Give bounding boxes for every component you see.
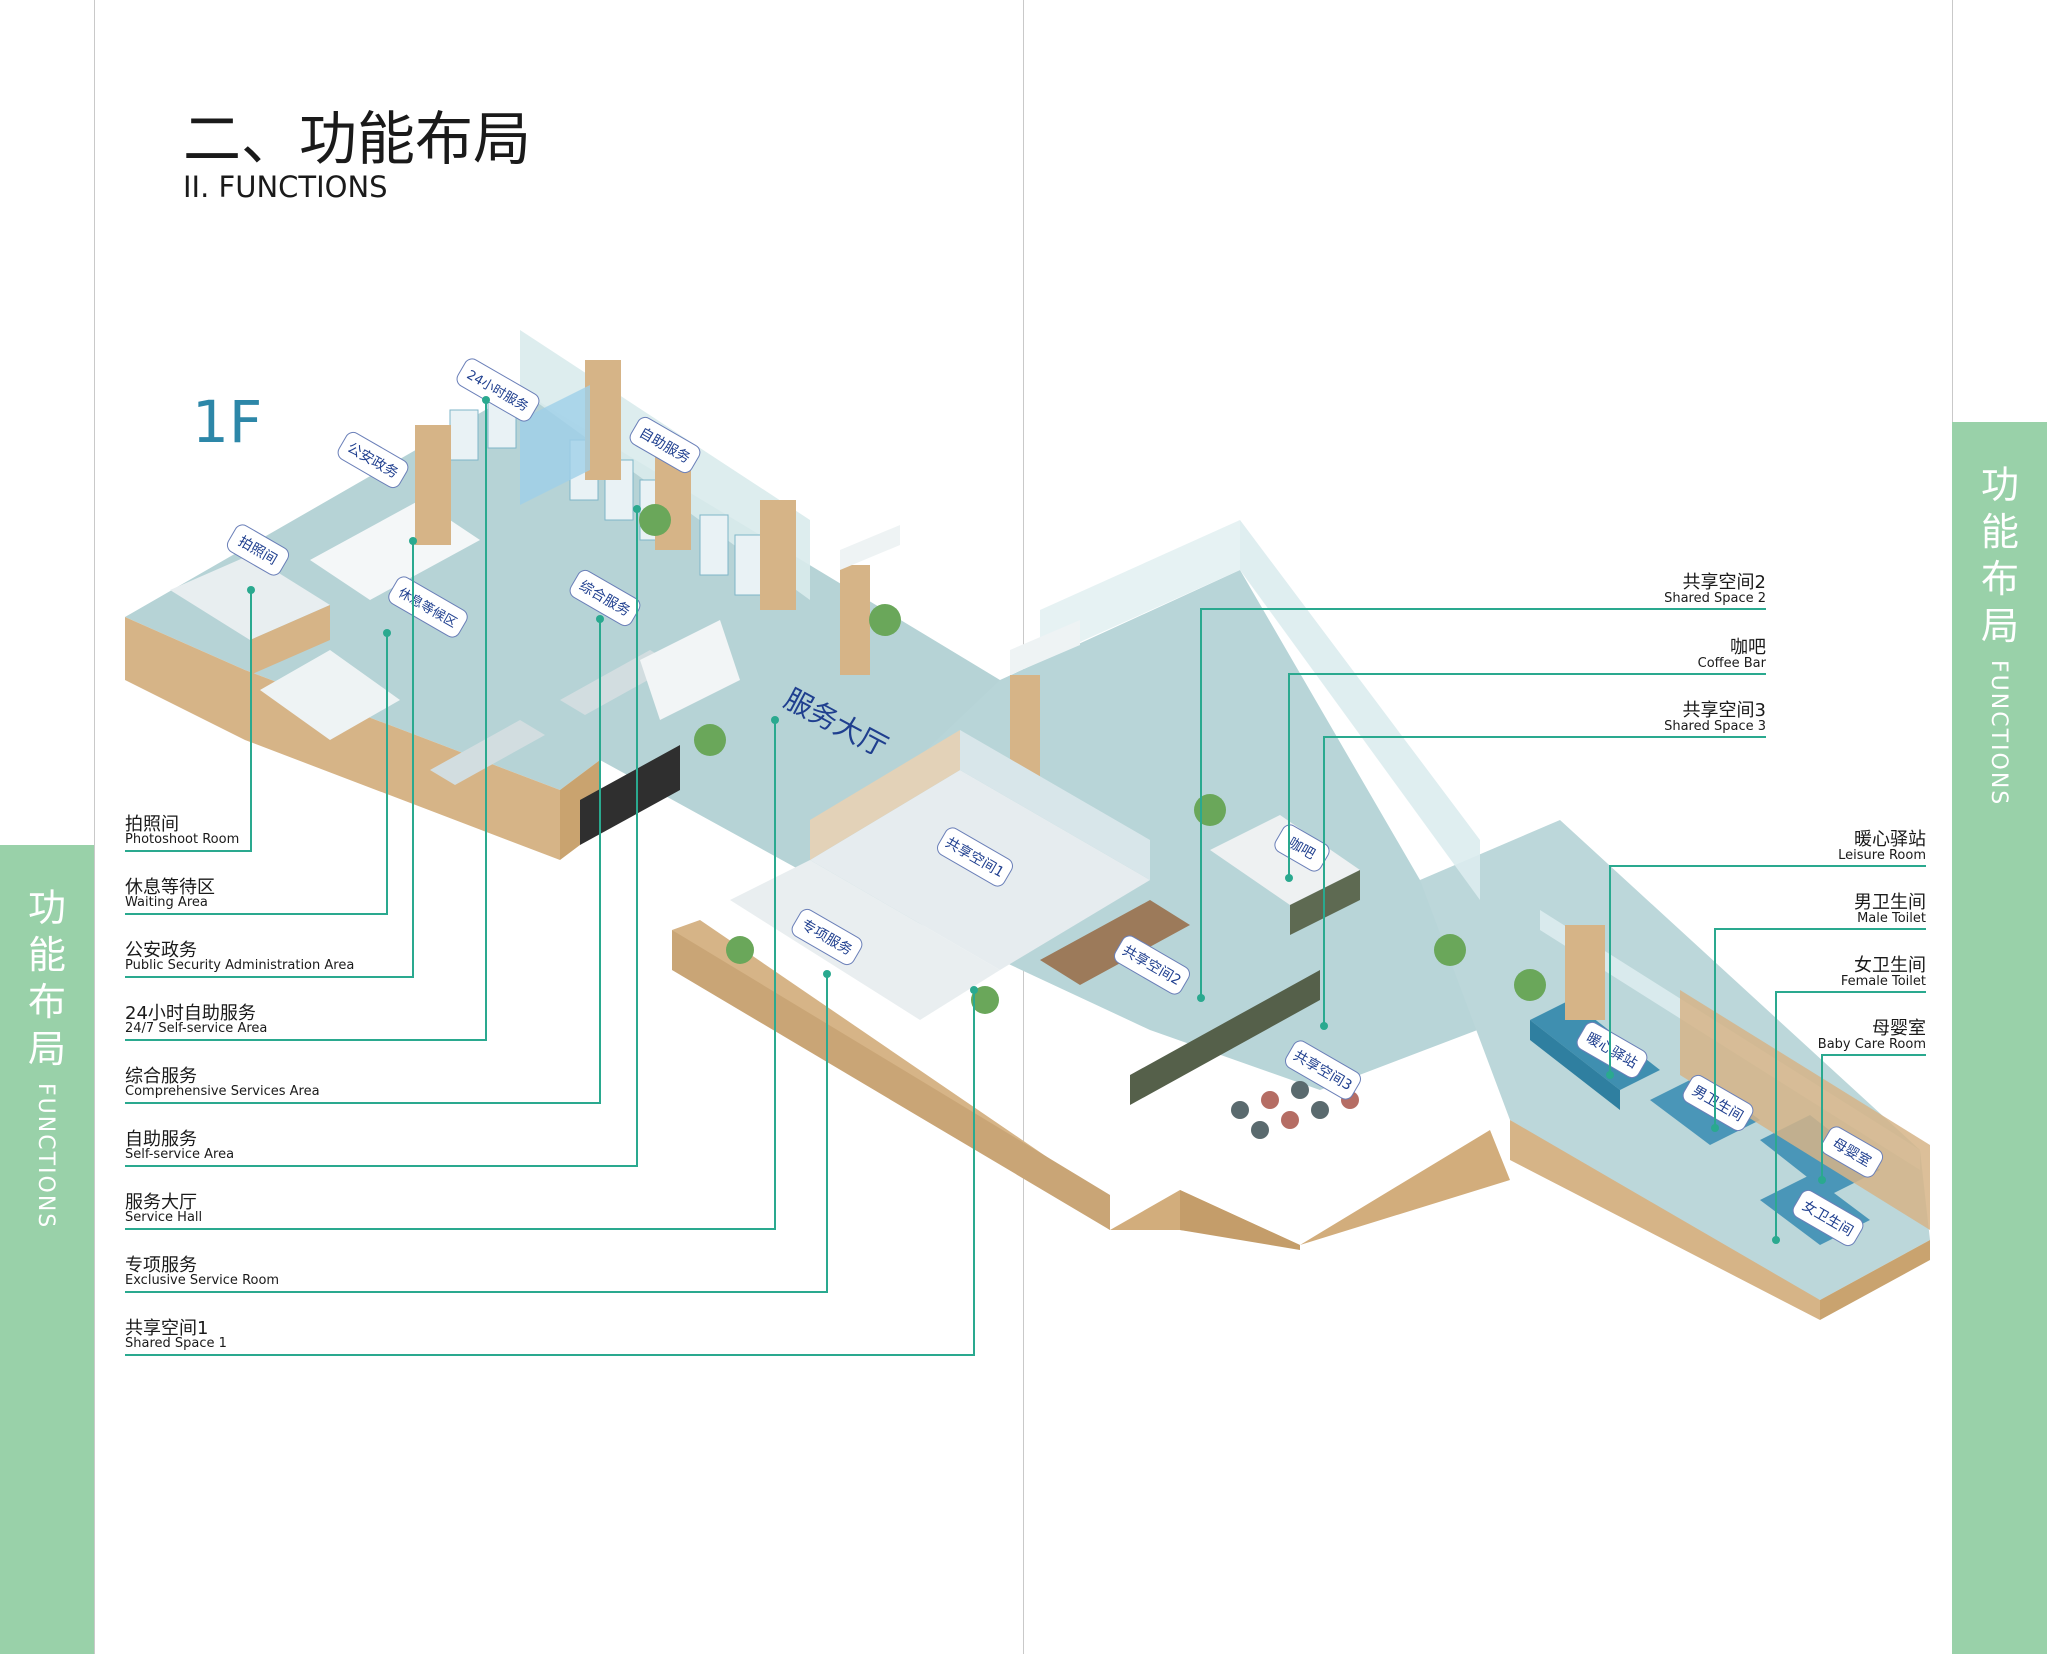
floor-label: 1F (192, 388, 263, 456)
legend-right-2-cn: 共享空间3 (1682, 700, 1766, 721)
legend-right-3-en: Leisure Room (1838, 848, 1926, 863)
legend-left-1-cn: 休息等待区 (125, 877, 215, 898)
side-tab-right-cn: 功 能 布 局 (1980, 463, 2019, 648)
legend-left-1-en: Waiting Area (125, 895, 208, 910)
legend-left-0-en: Photoshoot Room (125, 832, 240, 847)
side-tab-left: 功 能 布 局 FUNCTIONS (0, 845, 94, 1654)
legend-left-3-en: 24/7 Self-service Area (125, 1021, 268, 1036)
legend-right-0-en: Shared Space 2 (1664, 591, 1766, 606)
legend-right-4-cn: 男卫生间 (1854, 892, 1926, 913)
legend-left-7-en: Exclusive Service Room (125, 1273, 280, 1288)
legend-right-3-cn: 暖心驿站 (1854, 829, 1926, 850)
page-title-cn: 二、功能布局 (183, 105, 532, 173)
legend-left-6-en: Service Hall (125, 1210, 203, 1225)
legend-right-6-cn: 母婴室 (1872, 1018, 1926, 1039)
legend-left-5-cn: 自助服务 (125, 1129, 197, 1150)
legend-left-0-cn: 拍照间 (125, 814, 179, 835)
leader-lines-right (1200, 608, 1926, 1240)
plant-icons (639, 504, 1546, 1014)
legend-left-4-cn: 综合服务 (125, 1066, 197, 1087)
legend-left-2-en: Public Security Administration Area (125, 958, 355, 973)
legend-left-8-en: Shared Space 1 (125, 1336, 227, 1351)
legend-right-0-cn: 共享空间2 (1682, 572, 1766, 593)
page-title-en: II. FUNCTIONS (183, 170, 388, 204)
side-tab-right: 功 能 布 局 FUNCTIONS (1952, 422, 2047, 1654)
legend-left-4-en: Comprehensive Services Area (125, 1084, 320, 1099)
legend-right-5-en: Female Toilet (1840, 974, 1926, 989)
leader-lines-left (125, 400, 975, 1356)
legend-left-6-cn: 服务大厅 (125, 1192, 197, 1213)
legend-left-2-cn: 公安政务 (125, 940, 197, 961)
legend-right-1-en: Coffee Bar (1697, 656, 1766, 671)
legend-right-1-cn: 咖吧 (1730, 637, 1766, 658)
legend-left-5-en: Self-service Area (125, 1147, 235, 1162)
legend-left-3-cn: 24小时自助服务 (125, 1003, 256, 1024)
legend-right-5-cn: 女卫生间 (1854, 955, 1926, 976)
leader-dots-left (247, 396, 978, 994)
map-tag-public-security: 公安政务 (337, 431, 409, 489)
legend-left-8-cn: 共享空间1 (125, 1318, 209, 1339)
legend-right-4-en: Male Toilet (1857, 911, 1926, 926)
page-edge-left (94, 0, 95, 1654)
legend-right-2-en: Shared Space 3 (1664, 719, 1766, 734)
side-tab-left-cn: 功 能 布 局 (27, 886, 66, 1071)
legend-right-6-en: Baby Care Room (1817, 1037, 1926, 1052)
leader-dots-right (1197, 874, 1826, 1244)
legend-left-7-cn: 专项服务 (125, 1255, 197, 1276)
